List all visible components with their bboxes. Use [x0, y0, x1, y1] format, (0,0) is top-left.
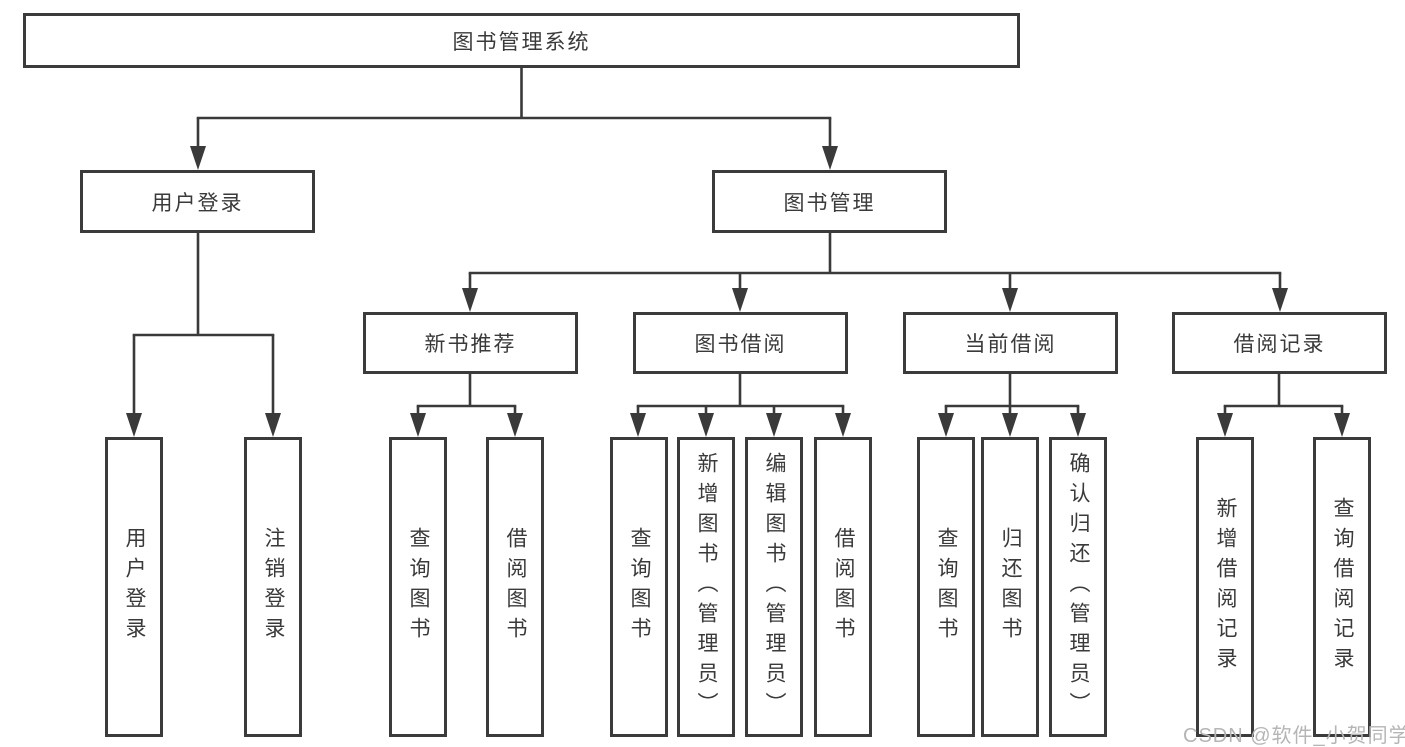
arrowhead-group	[126, 146, 1350, 437]
node-new-book-recommend-label: 新书推荐	[424, 333, 517, 356]
leaf-edit-book-admin-label: 编辑图书（管理员）	[763, 452, 786, 722]
csdn-watermark: CSDN @软件_小贺同学	[1183, 725, 1405, 747]
leaf-borrow-book-recommend: 借阅图书	[486, 437, 544, 737]
leaf-edit-book-admin: 编辑图书（管理员）	[745, 437, 803, 737]
node-borrowing-records-label: 借阅记录	[1233, 333, 1326, 356]
node-book-borrowing-label: 图书借阅	[694, 333, 787, 356]
node-user-login: 用户登录	[80, 170, 315, 233]
leaf-confirm-return-admin: 确认归还（管理员）	[1049, 437, 1107, 737]
leaf-user-login-label: 用户登录	[123, 527, 146, 647]
leaf-query-book-current: 查询图书	[917, 437, 975, 737]
node-root: 图书管理系统	[23, 13, 1020, 68]
leaf-add-book-admin: 新增图书（管理员）	[677, 437, 735, 737]
leaf-borrow-book: 借阅图书	[814, 437, 872, 737]
leaf-query-borrow-record: 查询借阅记录	[1313, 437, 1371, 737]
node-book-borrowing: 图书借阅	[633, 312, 848, 374]
leaf-add-borrow-record: 新增借阅记录	[1196, 437, 1254, 737]
leaf-confirm-return-admin-label: 确认归还（管理员）	[1067, 452, 1090, 722]
leaf-add-book-admin-label: 新增图书（管理员）	[695, 452, 718, 722]
leaf-query-book-borrowing-label: 查询图书	[628, 527, 651, 647]
leaf-query-book-recommend: 查询图书	[389, 437, 447, 737]
node-book-management-label: 图书管理	[783, 191, 876, 215]
leaf-add-borrow-record-label: 新增借阅记录	[1214, 497, 1237, 677]
leaf-logout-label: 注销登录	[262, 527, 285, 647]
node-borrowing-records: 借阅记录	[1172, 312, 1387, 374]
node-root-label: 图书管理系统	[452, 30, 591, 54]
node-current-borrowing: 当前借阅	[903, 312, 1118, 374]
node-user-login-label: 用户登录	[151, 191, 244, 215]
leaf-query-borrow-record-label: 查询借阅记录	[1331, 497, 1354, 677]
leaf-borrow-book-recommend-label: 借阅图书	[504, 527, 527, 647]
node-book-management: 图书管理	[712, 170, 947, 233]
leaf-user-login: 用户登录	[105, 437, 163, 737]
node-new-book-recommend: 新书推荐	[363, 312, 578, 374]
leaf-logout: 注销登录	[244, 437, 302, 737]
node-current-borrowing-label: 当前借阅	[964, 333, 1057, 356]
leaf-query-book-recommend-label: 查询图书	[407, 527, 430, 647]
leaf-borrow-book-label: 借阅图书	[832, 527, 855, 647]
leaf-return-book-label: 归还图书	[999, 527, 1022, 647]
leaf-return-book: 归还图书	[981, 437, 1039, 737]
leaf-query-book-current-label: 查询图书	[935, 527, 958, 647]
leaf-query-book-borrowing: 查询图书	[610, 437, 668, 737]
